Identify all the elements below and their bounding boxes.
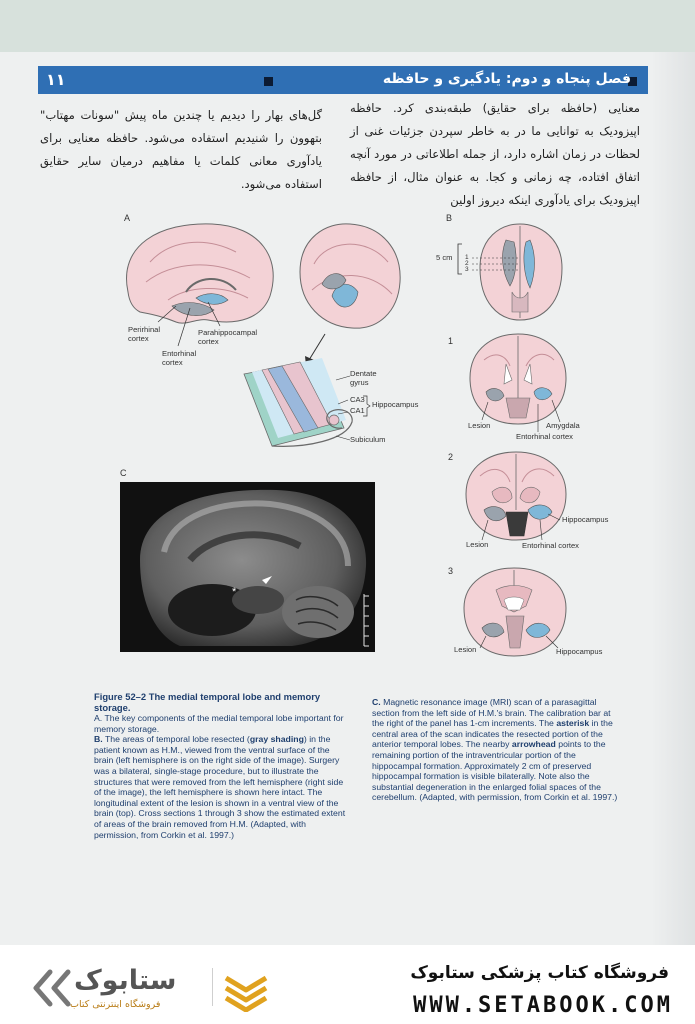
body-text-left-column: گل‌های بهار را دیدیم یا چندین ماه پیش "س… <box>40 108 322 191</box>
caption-part-c-lead: C. <box>372 697 381 707</box>
footer-banner <box>0 945 695 1024</box>
label-perirhinal-cortex: Perirhinal cortex <box>128 325 161 343</box>
chapter-number: ۱۱ <box>46 70 66 89</box>
logo-wordmark: ستابوک <box>74 965 177 996</box>
cross-section-3-drawing <box>463 567 567 657</box>
header-square-icon <box>264 77 273 86</box>
label-amygdala: Amygdala <box>546 421 580 430</box>
label-entorhinal-cortex-2: Entorhinal cortex <box>522 541 579 550</box>
hippocampus-scroll-drawing <box>243 358 353 447</box>
caption-part-b-bold: gray shading <box>249 734 304 745</box>
caption-part-b-text2: ) in the patient known as H.M., viewed f… <box>94 734 346 840</box>
chapter-header-bar <box>38 66 648 94</box>
caption-part-c-bold2: arrowhead <box>511 739 556 750</box>
label-ca3: CA3 <box>350 395 365 404</box>
label-lesion-3: Lesion <box>454 645 477 654</box>
label-ca1: CA1 <box>350 406 365 415</box>
scan-background-top <box>0 0 695 52</box>
label-hippocampus-2: Hippocampus <box>562 515 609 524</box>
label-lesion-1: Lesion <box>468 421 491 430</box>
label-tick-1: 1 <box>465 254 469 261</box>
footer-store-name: فروشگاه کتاب پزشکی ستابوک <box>410 963 669 983</box>
cross-section-2-drawing <box>465 451 567 541</box>
section-1-number: 1 <box>448 336 454 346</box>
label-tick-3: 3 <box>465 266 469 273</box>
caption-part-b: B. The areas of temporal lobe resected (… <box>94 734 348 840</box>
figure-caption-title: Figure 52–2 The medial temporal lobe and… <box>94 691 321 713</box>
medial-brain-drawing <box>126 223 274 324</box>
label-lesion-2: Lesion <box>466 540 489 549</box>
label-hippocampus-3: Hippocampus <box>556 647 603 656</box>
mri-asterisk-marker: * <box>232 586 237 598</box>
label-parahippocampal-cortex: Parahippocampal cortex <box>198 328 258 346</box>
caption-part-c-bold1: asterisk <box>556 718 590 729</box>
figure-illustration <box>120 223 567 657</box>
header-square-icon <box>628 77 637 86</box>
book-stack-logo-icon <box>224 975 268 1012</box>
caption-part-c-text3: points to the remaining portion of the i… <box>372 739 618 803</box>
caption-part-a: A. The key components of the medial temp… <box>94 713 344 734</box>
label-hippocampus-bracket: Hippocampus <box>372 400 419 409</box>
label-subiculum: Subiculum <box>350 435 386 444</box>
label-scale-5cm: 5 cm <box>436 253 453 262</box>
panel-b-letter: B <box>446 213 453 223</box>
coronal-brain-drawing-a <box>299 223 401 329</box>
section-2-number: 2 <box>448 452 454 462</box>
footer-website-url[interactable]: WWW.SETABOOK.COM <box>413 993 673 1018</box>
label-tick-2: 2 <box>465 260 469 267</box>
double-chevron-logo-icon <box>33 969 71 1007</box>
figure-caption-right: C. Magnetic resonance image (MRI) scan o… <box>372 697 622 803</box>
mri-scan-image <box>120 482 375 652</box>
chapter-title: فصل پنجاه و دوم: یادگیری و حافظه <box>382 71 631 87</box>
caption-part-b-lead: B. <box>94 734 103 745</box>
logo-divider <box>212 968 213 1006</box>
cross-section-1-drawing <box>469 333 567 425</box>
ventral-brain-drawing <box>479 223 563 321</box>
caption-part-c: C. Magnetic resonance image (MRI) scan o… <box>372 697 622 803</box>
label-entorhinal-cortex-1: Entorhinal cortex <box>516 432 573 441</box>
section-3-number: 3 <box>448 566 454 576</box>
label-dentate-gyrus: Dentate gyrus <box>350 369 377 387</box>
panel-c-letter: C <box>120 468 127 478</box>
label-entorhinal-cortex-a: Entorhinal cortex <box>162 349 197 367</box>
caption-part-c-text2: in the central area of the scan indicate… <box>372 718 613 750</box>
panel-a-letter: A <box>124 213 131 223</box>
logo-tagline: فروشگاه اینترنتی کتاب <box>70 999 161 1010</box>
body-text-right-column: معنایی (حافظه برای حقایق) طبقه‌بندی کرد.… <box>350 101 640 207</box>
figure-caption-left: Figure 52–2 The medial temporal lobe and… <box>94 691 348 840</box>
caption-part-c-text1: Magnetic resonance image (MRI) scan of a… <box>372 697 611 729</box>
page-edge-shadow <box>651 52 695 945</box>
caption-part-b-text1: The areas of temporal lobe resected ( <box>102 734 250 745</box>
